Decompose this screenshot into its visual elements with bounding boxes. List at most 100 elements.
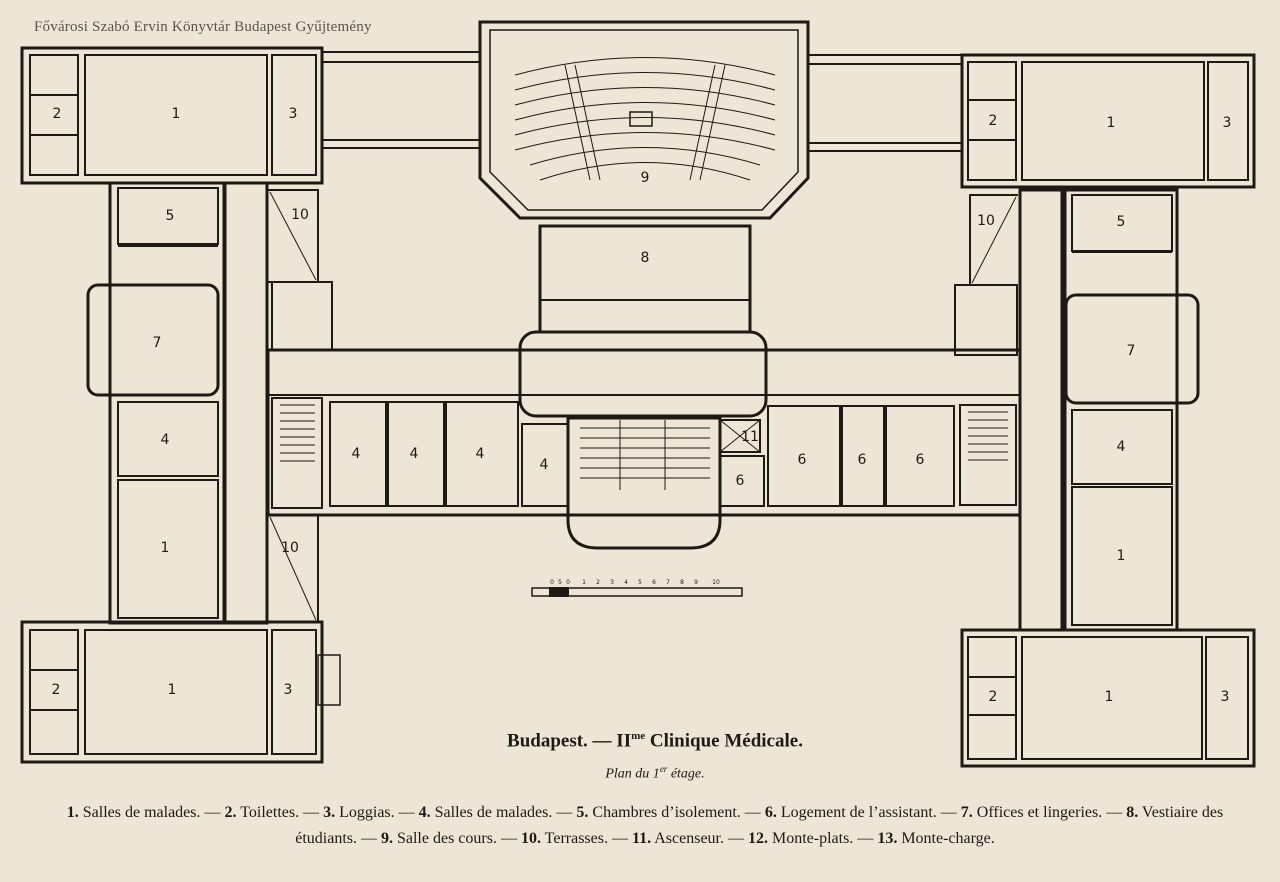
right-loggia-tr — [1207, 61, 1249, 181]
legend-text: Chambres d’isolement. — — [588, 804, 765, 821]
legend-item: 3. Loggias. — — [323, 804, 419, 821]
room-label: 6 — [858, 452, 867, 468]
right-office-block — [1064, 293, 1200, 405]
room-label: 6 — [916, 452, 925, 468]
scale-label: 7 — [666, 579, 670, 586]
legend-text: Offices et lingeries. — — [972, 804, 1127, 821]
legend-text: Vestiaire des étudiants. — — [295, 804, 1224, 847]
legend-num: 5. — [576, 804, 589, 821]
room-label: 4 — [161, 432, 170, 448]
room-label: 3 — [284, 682, 293, 698]
legend-num: 13. — [877, 830, 898, 847]
right-service — [954, 284, 1018, 356]
right-ward-br — [1021, 636, 1203, 760]
legend-num: 8. — [1126, 804, 1139, 821]
scale-label: 5 — [558, 579, 562, 586]
legend-num: 3. — [323, 804, 336, 821]
room-label: 1 — [172, 106, 181, 122]
room-label: 10 — [281, 540, 299, 556]
title-prefix: Budapest. — II — [507, 730, 632, 752]
room-label: 9 — [641, 170, 650, 186]
legend-num: 12. — [747, 830, 768, 847]
legend-item: 6. Logement de l’assistant. — — [765, 804, 961, 821]
room-label: 6 — [736, 473, 745, 489]
legend-item: 4. Salles de malades. — — [419, 804, 577, 821]
subtitle-suffix: étage. — [667, 766, 705, 782]
room-label: 1 — [161, 540, 170, 556]
room-label: 11 — [741, 429, 759, 445]
assist-a — [767, 405, 841, 507]
left-isolation — [117, 187, 219, 245]
legend-num: 11. — [631, 830, 652, 847]
stair-right — [959, 404, 1017, 506]
plan-title: Budapest. — IIme Clinique Médicale. — [0, 730, 1280, 752]
ward4-c — [445, 401, 519, 507]
room-label: 3 — [289, 106, 298, 122]
right-ward4 — [1071, 409, 1173, 485]
scale-bar — [531, 587, 743, 597]
scale-label: 0 — [550, 579, 554, 586]
room-label: 1 — [1107, 115, 1116, 131]
room-label: 4 — [352, 446, 361, 462]
legend-num: 10. — [520, 830, 541, 847]
assist-b — [841, 405, 885, 507]
room-label: 2 — [52, 682, 61, 698]
legend: 1. Salles de malades. — 2. Toilettes. — … — [40, 800, 1250, 852]
legend-text: Loggias. — — [335, 804, 419, 821]
legend-num: 2. — [224, 804, 237, 821]
legend-item: 12. Monte-plats. — — [748, 830, 877, 847]
right-ward1-mid — [1071, 486, 1173, 626]
room-label: 7 — [153, 335, 162, 351]
legend-text: Terrasses. — — [540, 830, 632, 847]
subtitle-prefix: Plan du 1 — [605, 766, 660, 782]
room-label: 8 — [641, 250, 650, 266]
left-loggia-bl — [271, 629, 317, 755]
left-ward-bl — [84, 629, 268, 755]
legend-text: Logement de l’assistant. — — [776, 804, 961, 821]
left-toilet-bl — [29, 629, 79, 755]
legend-item: 5. Chambres d’isolement. — — [576, 804, 764, 821]
room-label: 10 — [977, 213, 995, 229]
room-labels: 2 1 3 5 10 7 4 1 10 2 1 3 4 4 4 4 8 9 11… — [52, 106, 1232, 705]
scale-label: 6 — [652, 579, 656, 586]
room-label: 2 — [989, 689, 998, 705]
left-ward4 — [117, 401, 219, 477]
legend-num: 4. — [418, 804, 431, 821]
scale-label: 3 — [610, 579, 614, 586]
legend-text: Monte-charge. — [897, 830, 995, 847]
right-corridor — [1018, 188, 1064, 632]
title-suffix: Clinique Médicale. — [645, 730, 803, 752]
scale-label: 4 — [624, 579, 628, 586]
room-label: 5 — [1117, 214, 1126, 230]
room-label: 1 — [1105, 689, 1114, 705]
left-loggia-tl — [271, 54, 317, 176]
vestiaire — [538, 224, 752, 334]
left-corridor — [223, 181, 269, 625]
left-service — [271, 281, 333, 351]
legend-text: Salles de malades. — — [78, 804, 225, 821]
room-label: 7 — [1127, 343, 1136, 359]
scale-label: 2 — [596, 579, 600, 586]
room-label: 4 — [476, 446, 485, 462]
right-bottom-block — [960, 628, 1256, 768]
room-label: 1 — [1117, 548, 1126, 564]
assist-c — [885, 405, 955, 507]
room-label: 2 — [53, 106, 62, 122]
plan-subtitle: Plan du 1er étage. — [0, 764, 1280, 783]
scale-label: 8 — [680, 579, 684, 586]
room-label: 5 — [166, 208, 175, 224]
floor-plan: 2 1 3 5 10 7 4 1 10 2 1 3 4 4 4 4 8 9 11… — [20, 20, 1256, 768]
room-label: 4 — [540, 457, 549, 473]
lecture-hall — [478, 20, 810, 220]
ward4-b — [387, 401, 445, 507]
scale-label: 9 — [694, 579, 698, 586]
left-bottom-block — [20, 620, 324, 764]
room-label: 6 — [798, 452, 807, 468]
assist-small — [719, 455, 765, 507]
watermark: Fővárosi Szabó Ervin Könyvtár Budapest G… — [34, 19, 372, 35]
room-label: 4 — [410, 446, 419, 462]
room-label: 3 — [1223, 115, 1232, 131]
ward4-a — [329, 401, 387, 507]
left-toilet-tl — [29, 54, 79, 176]
stair-left — [271, 397, 323, 509]
